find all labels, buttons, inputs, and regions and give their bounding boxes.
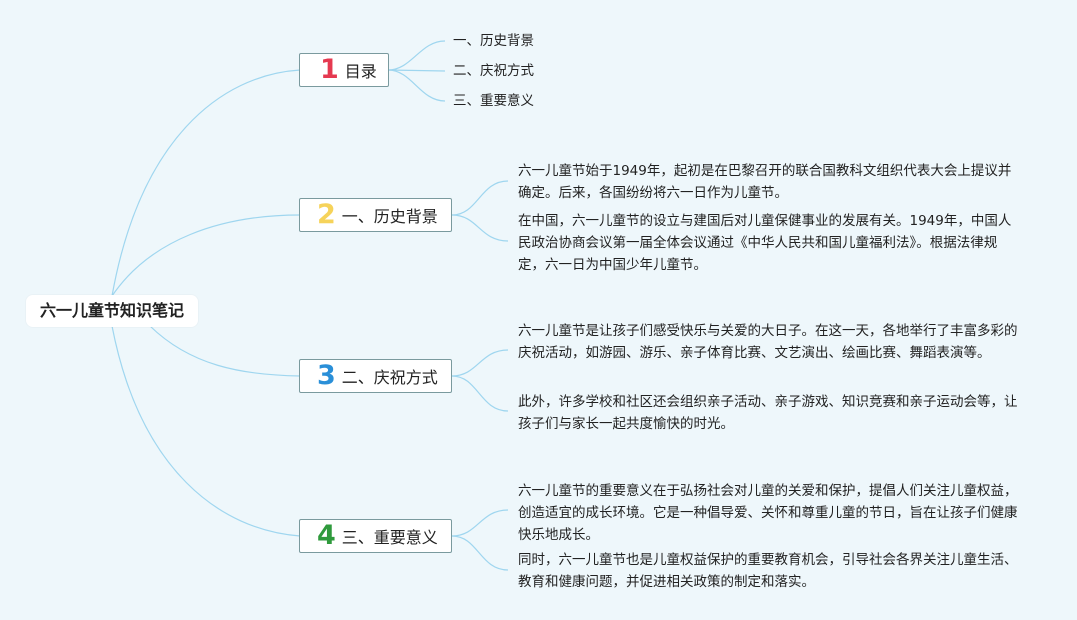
topic-node-contents[interactable]: 1 目录: [299, 53, 389, 87]
connector-topic-3-para-1: [451, 349, 509, 377]
connector-topic-2-para-1: [451, 180, 509, 216]
contents-item-history[interactable]: 一、历史背景: [453, 33, 534, 49]
connector-root-topic-4: [111, 325, 301, 537]
topic-label: 二、庆祝方式: [341, 368, 438, 387]
number-4-icon: 4: [317, 520, 336, 551]
contents-item-celebration[interactable]: 二、庆祝方式: [453, 63, 534, 79]
contents-item-significance[interactable]: 三、重要意义: [453, 93, 534, 109]
connector-root-topic-3: [149, 325, 301, 377]
connector-topic-4-para-1: [451, 509, 509, 537]
history-paragraph-1: 六一儿童节始于1949年，起初是在巴黎召开的联合国教科文组织代表大会上提议并确定…: [518, 163, 1012, 201]
connector-topic-1-item-2: [387, 69, 446, 72]
number-2-icon: 2: [317, 199, 336, 230]
significance-paragraph-2: 同时，六一儿童节也是儿童权益保护的重要教育机会，引导社会各界关注儿童生活、教育和…: [518, 552, 1018, 590]
celebration-paragraph-2: 此外，许多学校和社区还会组织亲子活动、亲子游戏、知识竞赛和亲子运动会等，让孩子们…: [518, 394, 1018, 432]
number-3-icon: 3: [317, 360, 336, 391]
connector-topic-3-para-2: [451, 375, 509, 412]
celebration-paragraph-1: 六一儿童节是让孩子们感受快乐与关爱的大日子。在这一天，各地举行了丰富多彩的庆祝活…: [518, 323, 1018, 361]
significance-paragraph-1: 六一儿童节的重要意义在于弘扬社会对儿童的关爱和保护，提倡人们关注儿童权益，创造适…: [518, 483, 1018, 543]
topic-node-history[interactable]: 2 一、历史背景: [299, 198, 452, 232]
topic-node-significance[interactable]: 4 三、重要意义: [299, 519, 452, 553]
connector-topic-4-para-2: [451, 535, 509, 571]
number-1-icon: 1: [320, 54, 339, 85]
root-node[interactable]: 六一儿童节知识笔记: [26, 295, 198, 327]
topic-label: 目录: [344, 62, 377, 81]
connector-topic-1-item-3: [387, 69, 446, 102]
connector-topic-1-item-1: [387, 40, 446, 71]
topic-label: 三、重要意义: [341, 528, 438, 547]
connector-topic-2-para-2: [451, 214, 509, 242]
topic-label: 一、历史背景: [341, 207, 438, 226]
connector-root-topic-1: [111, 69, 301, 297]
root-title: 六一儿童节知识笔记: [39, 301, 184, 320]
history-paragraph-2: 在中国，六一儿童节的设立与建国后对儿童保健事业的发展有关。1949年，中国人民政…: [518, 213, 1012, 273]
connector-root-topic-2: [111, 214, 301, 297]
topic-node-celebration[interactable]: 3 二、庆祝方式: [299, 359, 452, 393]
